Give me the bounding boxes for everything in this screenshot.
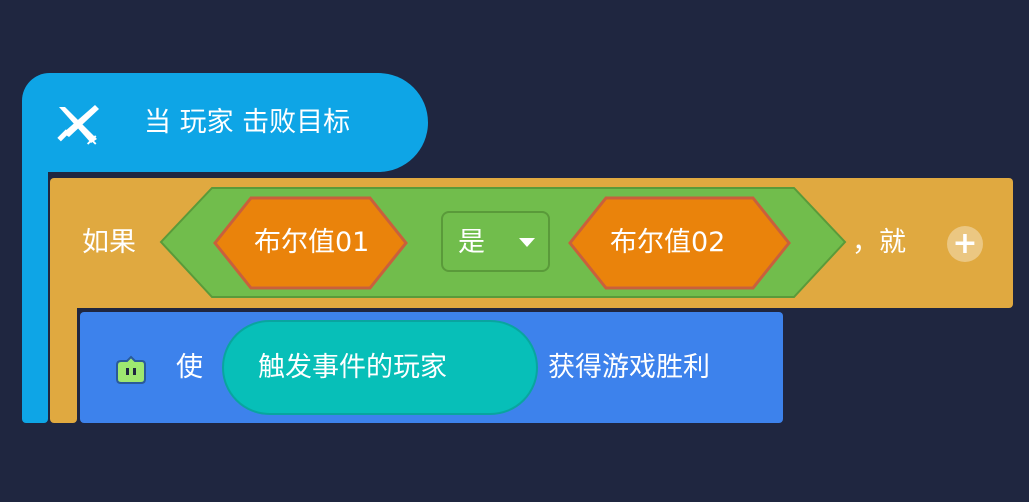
chevron-down-icon (519, 238, 535, 247)
left-operand-slot[interactable] (213, 196, 408, 290)
crossed-swords-icon: × (57, 105, 99, 149)
plus-icon[interactable]: + (947, 226, 983, 262)
action-suffix: 获得游戏胜利 (548, 352, 710, 383)
if-block-stripe (50, 300, 77, 423)
player-target: 触发事件的玩家 (258, 352, 447, 383)
right-operand: 布尔值02 (610, 227, 726, 258)
left-operand: 布尔值01 (254, 227, 370, 258)
if-label: 如果 (82, 227, 136, 258)
operator-label: 是 (458, 227, 485, 258)
player-slot[interactable] (222, 320, 538, 415)
robot-icon (116, 355, 146, 384)
right-operand-slot[interactable] (568, 196, 791, 290)
event-block-stripe (22, 160, 48, 423)
action-prefix: 使 (176, 352, 203, 383)
event-block-label: 当 玩家 击败目标 (144, 107, 351, 138)
svg-text:×: × (85, 130, 98, 149)
then-label: ，就 (852, 227, 906, 258)
event-block-when-player-defeats-target[interactable] (22, 73, 428, 172)
